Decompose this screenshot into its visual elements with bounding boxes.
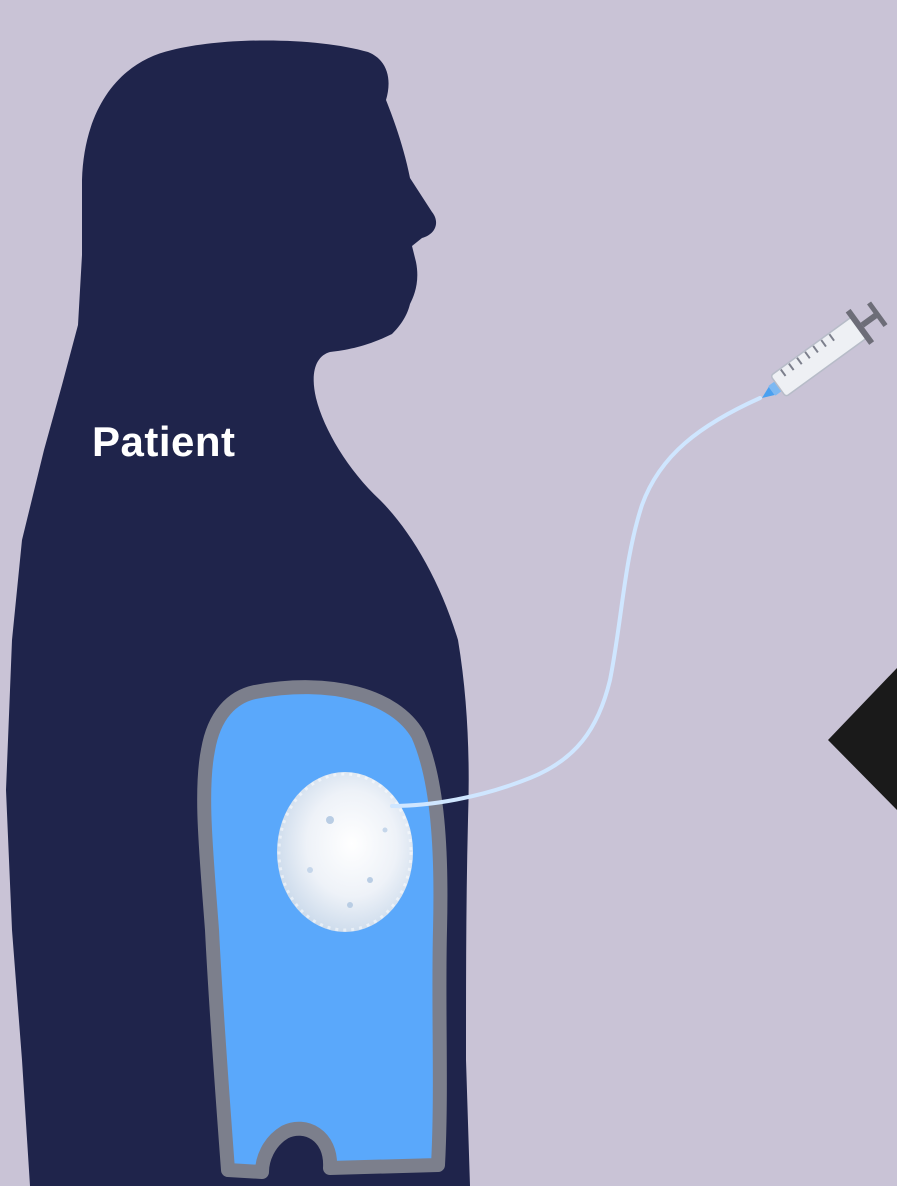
patient-label: Patient [92,418,236,466]
arrow-left-icon [828,668,897,810]
bezoar-mass [277,772,413,932]
syringe-icon [750,297,891,415]
stomach [204,687,440,1172]
